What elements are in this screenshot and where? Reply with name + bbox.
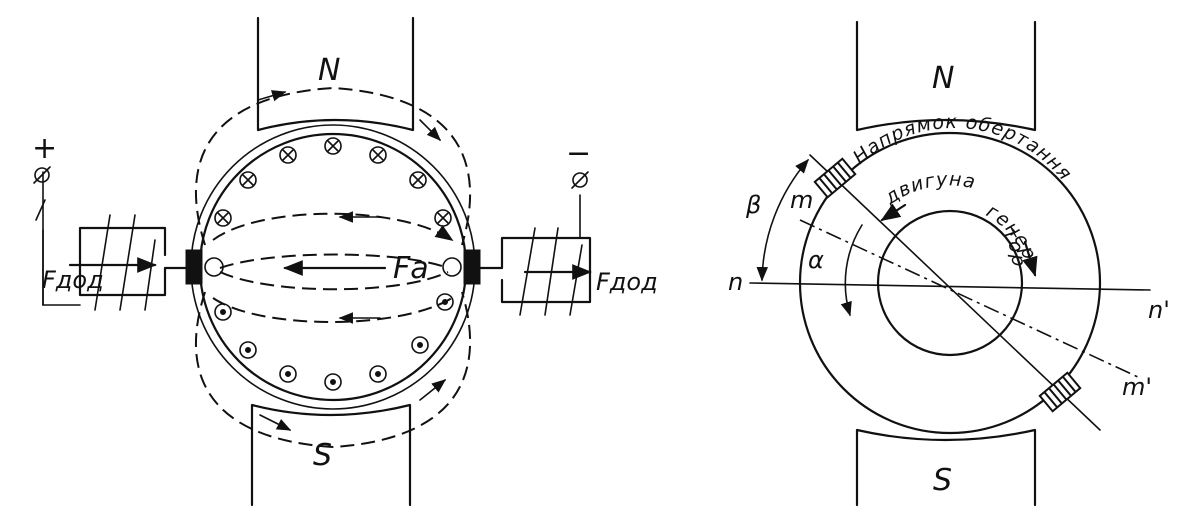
conductors-into-page — [214, 137, 452, 227]
axis-n-prime-label: n' — [1148, 296, 1170, 324]
right-north-pole-label: N — [932, 61, 954, 96]
neutral-conductor-right — [442, 257, 462, 277]
right-armature-inner — [876, 209, 1024, 357]
angle-beta-label: β — [745, 191, 761, 219]
interpole-winding-left: Fдод — [35, 171, 188, 311]
terminal-plus: + — [32, 131, 57, 184]
axis-n-label: n — [728, 268, 743, 296]
flux-arrow-top-right — [419, 119, 442, 142]
brush-shift-diagram: N S n n' m m' β α — [0, 0, 1170, 507]
neutral-conductor-left — [204, 257, 224, 277]
angle-alpha-arc — [840, 224, 863, 317]
north-pole: N — [256, 16, 415, 132]
dc-machine-cross-section: N S Fa — [32, 16, 658, 507]
aux-force-label-left: Fдод — [42, 266, 104, 294]
flux-line-inner-top — [212, 212, 454, 242]
flux-arrow-bottom-right — [419, 379, 447, 401]
flux-arrow-top-left — [257, 90, 287, 102]
right-north-pole: N — [855, 20, 1037, 132]
right-armature-outer — [798, 131, 1102, 435]
right-south-pole: S — [855, 428, 1037, 507]
right-south-pole-label: S — [933, 463, 952, 498]
aux-force-label-right: Fдод — [596, 268, 658, 296]
terminal-minus-label: − — [566, 136, 591, 171]
flux-line-middle-top — [219, 253, 449, 269]
flux-line-middle-bottom — [219, 271, 449, 291]
motor-direction-arrow — [880, 203, 907, 222]
south-pole-label: S — [313, 438, 332, 473]
geometric-neutral-axis — [749, 282, 1151, 291]
north-pole-label: N — [318, 53, 340, 88]
motor-label: двигуна — [880, 168, 978, 209]
flux-arrow-bottom-left — [259, 414, 292, 431]
interpole-winding-right: Fдод — [478, 194, 658, 316]
brush-left — [185, 249, 203, 285]
angle-alpha-label: α — [808, 246, 824, 274]
terminal-plus-label: + — [32, 131, 57, 166]
terminal-minus: − — [566, 136, 591, 189]
brush-right — [463, 249, 481, 285]
flux-line-inner-bottom — [212, 297, 453, 323]
conductors-out-of-page — [214, 293, 454, 391]
south-pole: S — [250, 403, 412, 507]
axis-m-label: m — [790, 186, 813, 214]
axis-m-prime-label: m' — [1122, 373, 1152, 401]
flux-line-outer-top — [195, 86, 472, 246]
flux-line-outer-bottom — [195, 291, 472, 449]
right-brush-bottom — [1038, 371, 1082, 413]
right-brush-top — [813, 157, 857, 199]
brush-axis — [809, 154, 1101, 431]
physical-neutral-axis — [799, 219, 1141, 379]
armature-force-label: Fa — [393, 251, 429, 286]
angle-beta-arc — [756, 158, 809, 282]
generator-direction-arrow — [1022, 240, 1038, 277]
